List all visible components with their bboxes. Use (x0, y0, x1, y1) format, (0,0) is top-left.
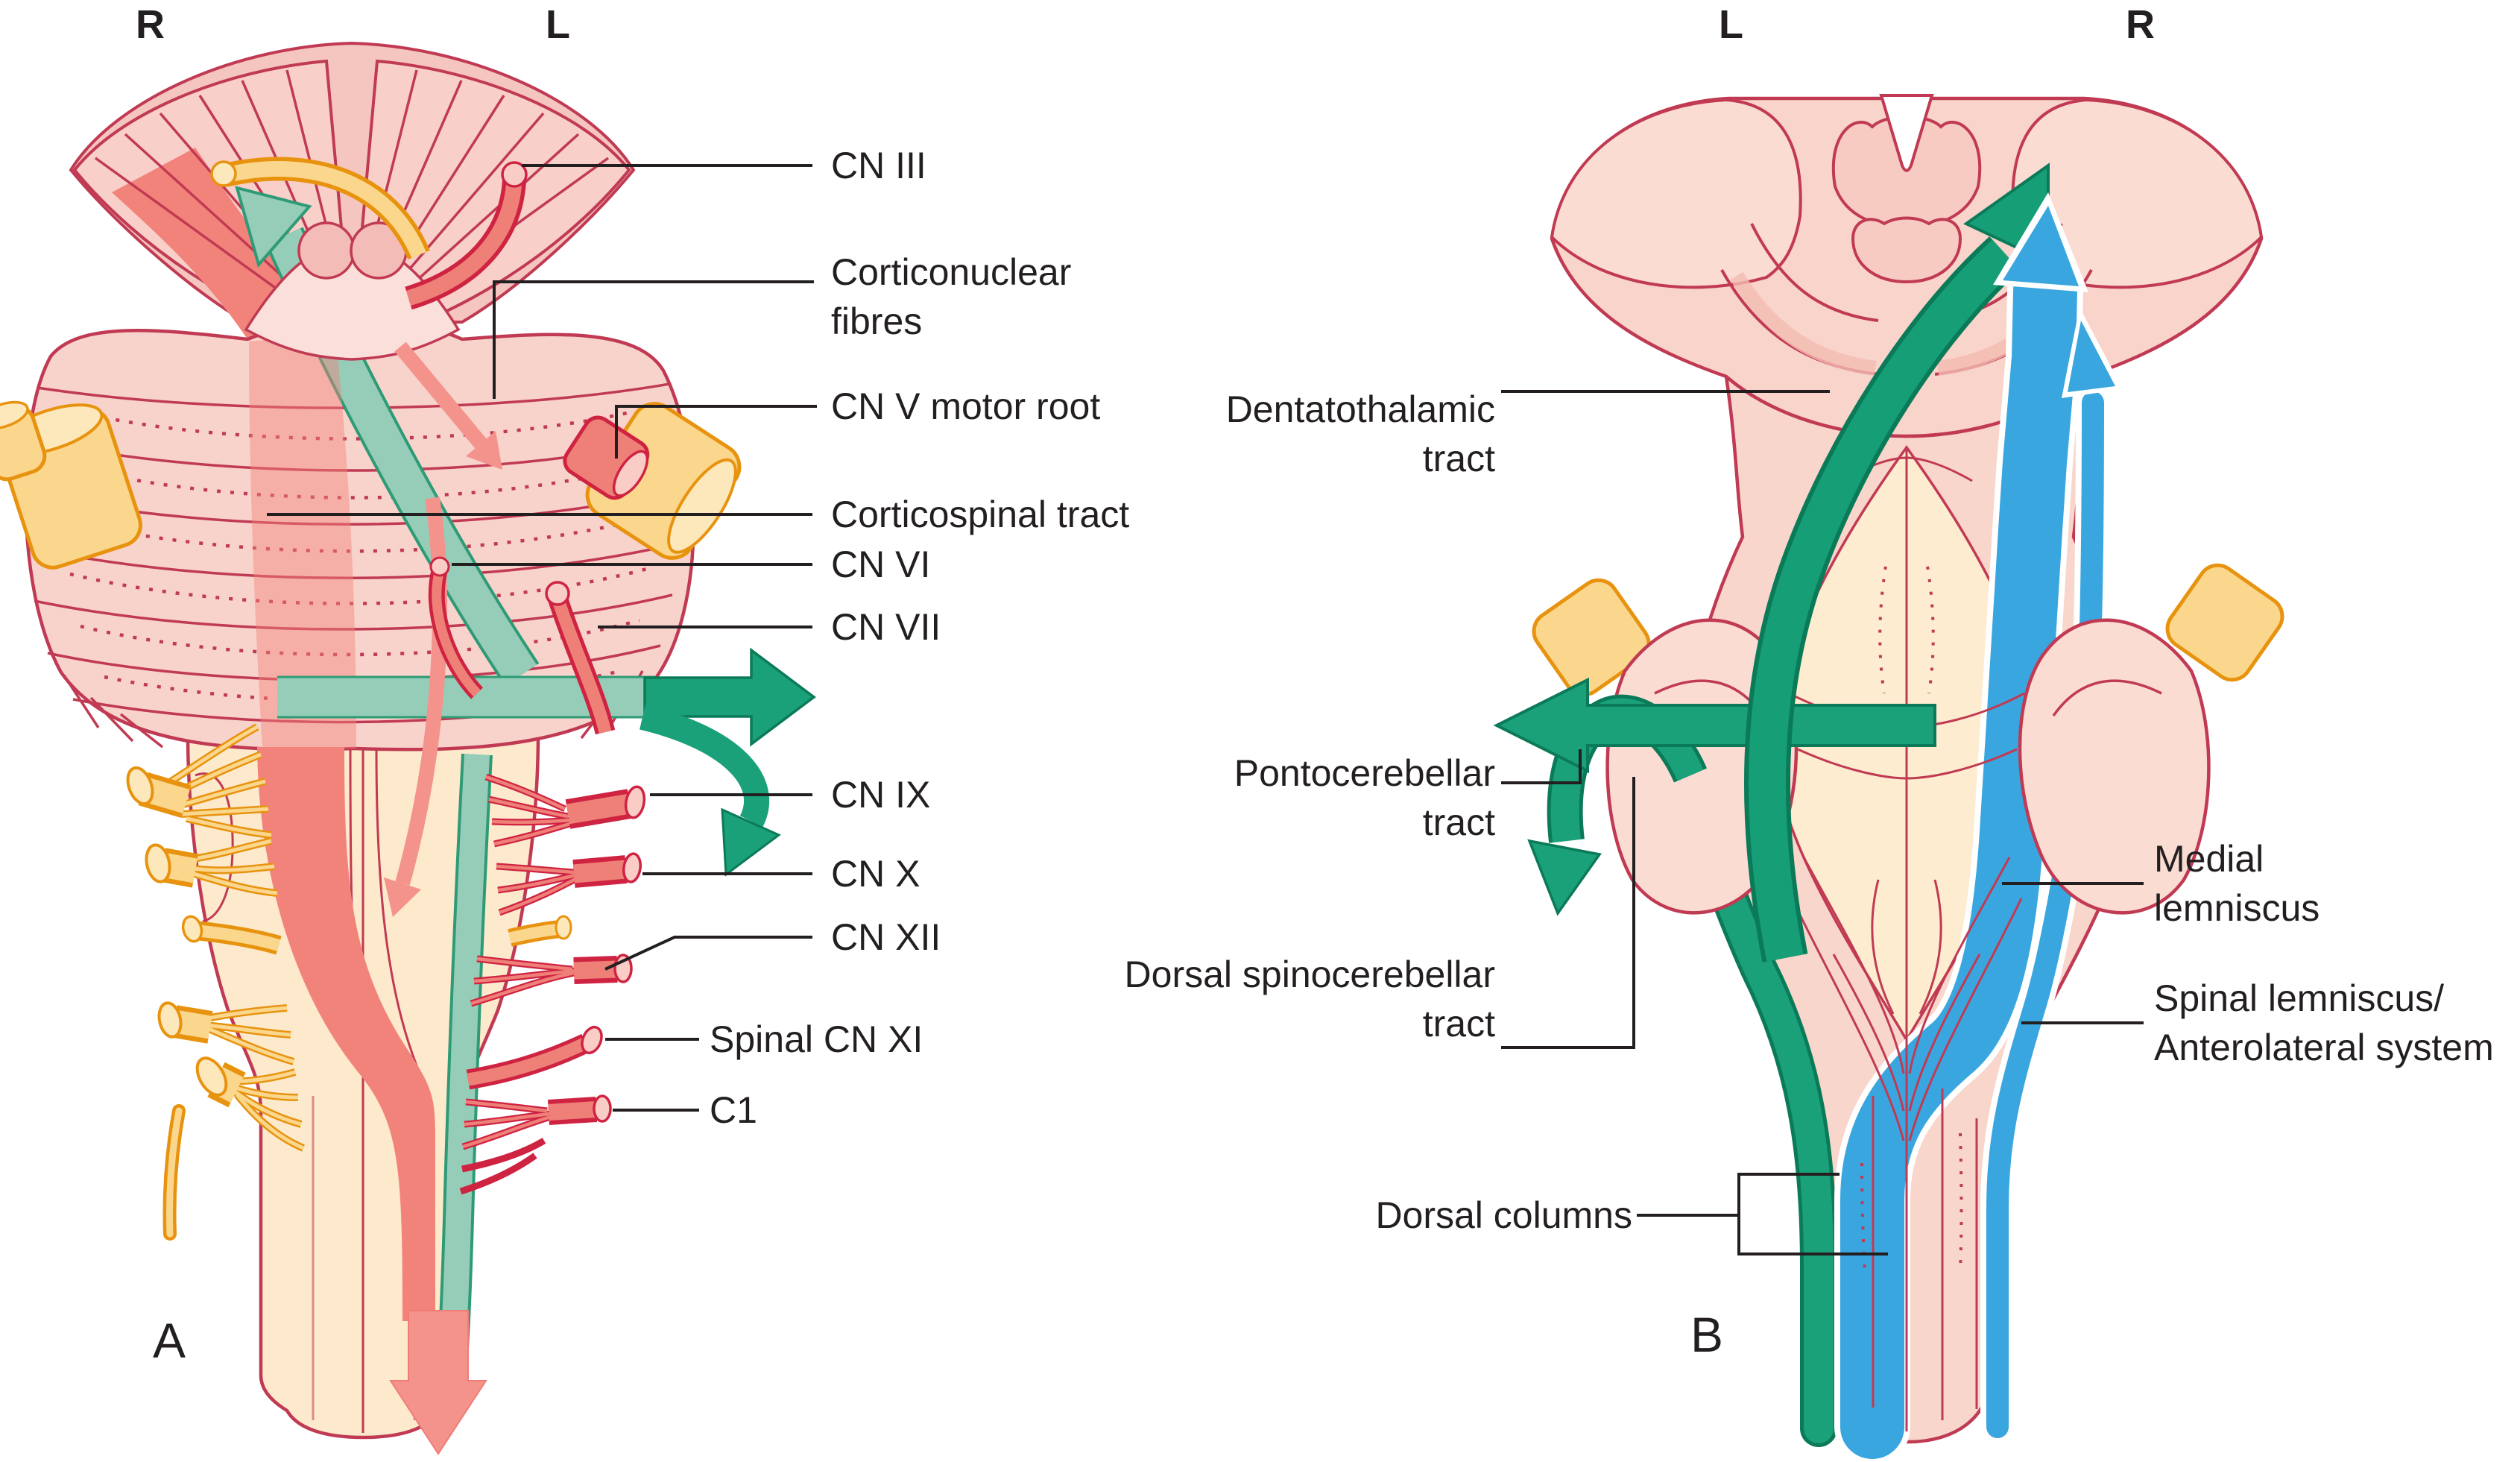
midbrain-tectum-block (1550, 94, 2264, 438)
left-pulvinar-lobe (1550, 98, 1802, 289)
panel-b-side-right-marker: R (2126, 2, 2155, 47)
ascending-band-arrowhead-icon (235, 186, 312, 268)
cn7-nerve (545, 581, 616, 735)
left-peduncle-yellow-stump (1532, 578, 1651, 697)
label-corticonuclear-fibres: Corticonuclear fibres (831, 248, 1071, 346)
label-dorsal-columns: Dorsal columns (1185, 1191, 1632, 1240)
panel-a-leader-lines (267, 164, 817, 1112)
label-cn-ix: CN IX (831, 774, 931, 816)
left-rootlet-stumps (126, 766, 282, 1241)
corticospinal-descending-arrow-icon (389, 1310, 487, 1455)
cn3-nerve (405, 161, 528, 310)
label-dorsal-spinocerebellar-line2: tract (1422, 1003, 1495, 1044)
cn5-motor-root-stump (563, 415, 650, 500)
label-pontocerebellar-line2: tract (1422, 801, 1495, 843)
corticospinal-band-medulla (257, 747, 435, 1321)
mammillary-body-left (297, 221, 356, 280)
right-lobe-inner-line (2052, 679, 2162, 717)
label-corticonuclear-line1: Corticonuclear (831, 251, 1072, 293)
label-cn-x: CN X (831, 853, 920, 895)
panel-a-side-right-marker: R (136, 2, 165, 47)
pontocerebellar-arrow-icon (1493, 677, 1936, 774)
panel-b-side-left-marker: L (1719, 2, 1743, 47)
inferior-colliculi (1851, 216, 1962, 284)
label-dentatothalamic-tract: Dentatothalamic tract (1048, 385, 1495, 483)
left-sensory-rootlets (126, 723, 305, 1241)
corticospinal-band-pons (249, 333, 356, 749)
c1-trunk (547, 1094, 612, 1125)
leader-corticonuclear-line (493, 280, 814, 399)
corticonuclear-arrows (384, 341, 502, 917)
label-c1: C1 (710, 1089, 757, 1131)
cn4-nerve (210, 157, 430, 260)
leader-dorsal-spinocerebellar-line (1501, 777, 1635, 1049)
exiting-tract-curved-arrow (640, 705, 781, 877)
spinal-lemniscus-arrowhead (2062, 307, 2123, 398)
label-dorsal-columns-line1: Dorsal columns (1375, 1194, 1632, 1236)
medial-lemniscus-arrowhead (1993, 192, 2088, 292)
label-corticospinal-tract: Corticospinal tract (831, 494, 1130, 535)
label-corticonuclear-line2: fibres (831, 300, 923, 342)
label-medial-lemniscus-line2: lemniscus (2154, 887, 2320, 929)
panel-a-illustration (0, 41, 817, 1455)
right-yellow-stump (508, 915, 572, 947)
label-spinal-cn-xi: Spinal CN XI (710, 1018, 923, 1060)
label-pontocerebellar-line1: Pontocerebellar (1234, 752, 1495, 794)
medial-lemniscus-band (1834, 253, 2083, 1462)
left-cerebellar-peduncle-stump (0, 400, 142, 570)
midline-notch (1879, 94, 1934, 172)
label-cn-iii: CN III (831, 145, 926, 186)
panel-b-leader-lines (1501, 390, 2144, 1255)
label-pontocerebellar-tract: Pontocerebellar tract (1048, 749, 1495, 847)
label-spinal-lemniscus-line2: Anterolateral system (2154, 1027, 2494, 1068)
dorsal-columns-bracket (1737, 1173, 1888, 1255)
label-spinal-lemniscus-line1: Spinal lemniscus/ (2154, 977, 2445, 1019)
label-medial-lemniscus-line1: Medial (2154, 838, 2264, 880)
label-medial-lemniscus: Medial lemniscus (2154, 834, 2320, 933)
right-cranial-nerve-rootlets (459, 773, 646, 1195)
label-cn-xii: CN XII (831, 916, 941, 958)
label-dorsal-spinocerebellar-tract: Dorsal spinocerebellar tract (1048, 950, 1495, 1048)
cn12-trunk (573, 954, 633, 984)
curved-arrowhead-icon (721, 807, 781, 877)
label-dorsal-spinocerebellar-line1: Dorsal spinocerebellar (1124, 954, 1495, 995)
cn11-spinal-root (466, 1025, 603, 1090)
panel-b-letter: B (1690, 1307, 1724, 1362)
leader-cn12-line (604, 936, 812, 971)
cn10-trunk (572, 852, 642, 888)
panel-a-side-left-marker: L (546, 2, 570, 47)
cn9-trunk (565, 785, 646, 829)
leader-pontocerebellar-line (1501, 749, 1582, 784)
right-cut-cerebellar-peduncle (2018, 618, 2211, 915)
label-cn-vii: CN VII (831, 606, 941, 648)
right-peduncle-yellow-stump (2165, 563, 2284, 682)
label-cn-v-motor-root: CN V motor root (831, 385, 1101, 427)
panel-a-letter: A (153, 1313, 186, 1368)
pons-dotted-rows (66, 409, 655, 703)
label-dentatothalamic-line2: tract (1422, 438, 1495, 479)
label-dentatothalamic-line1: Dentatothalamic (1225, 388, 1495, 430)
leader-cn5-line (615, 405, 817, 459)
label-spinal-lemniscus: Spinal lemniscus/ Anterolateral system (2154, 974, 2494, 1072)
cn6-nerve (428, 556, 484, 699)
label-cn-vi: CN VI (831, 543, 931, 585)
panel-b-illustration (1493, 94, 2284, 1462)
hook-arrowhead-icon (1527, 839, 1602, 916)
